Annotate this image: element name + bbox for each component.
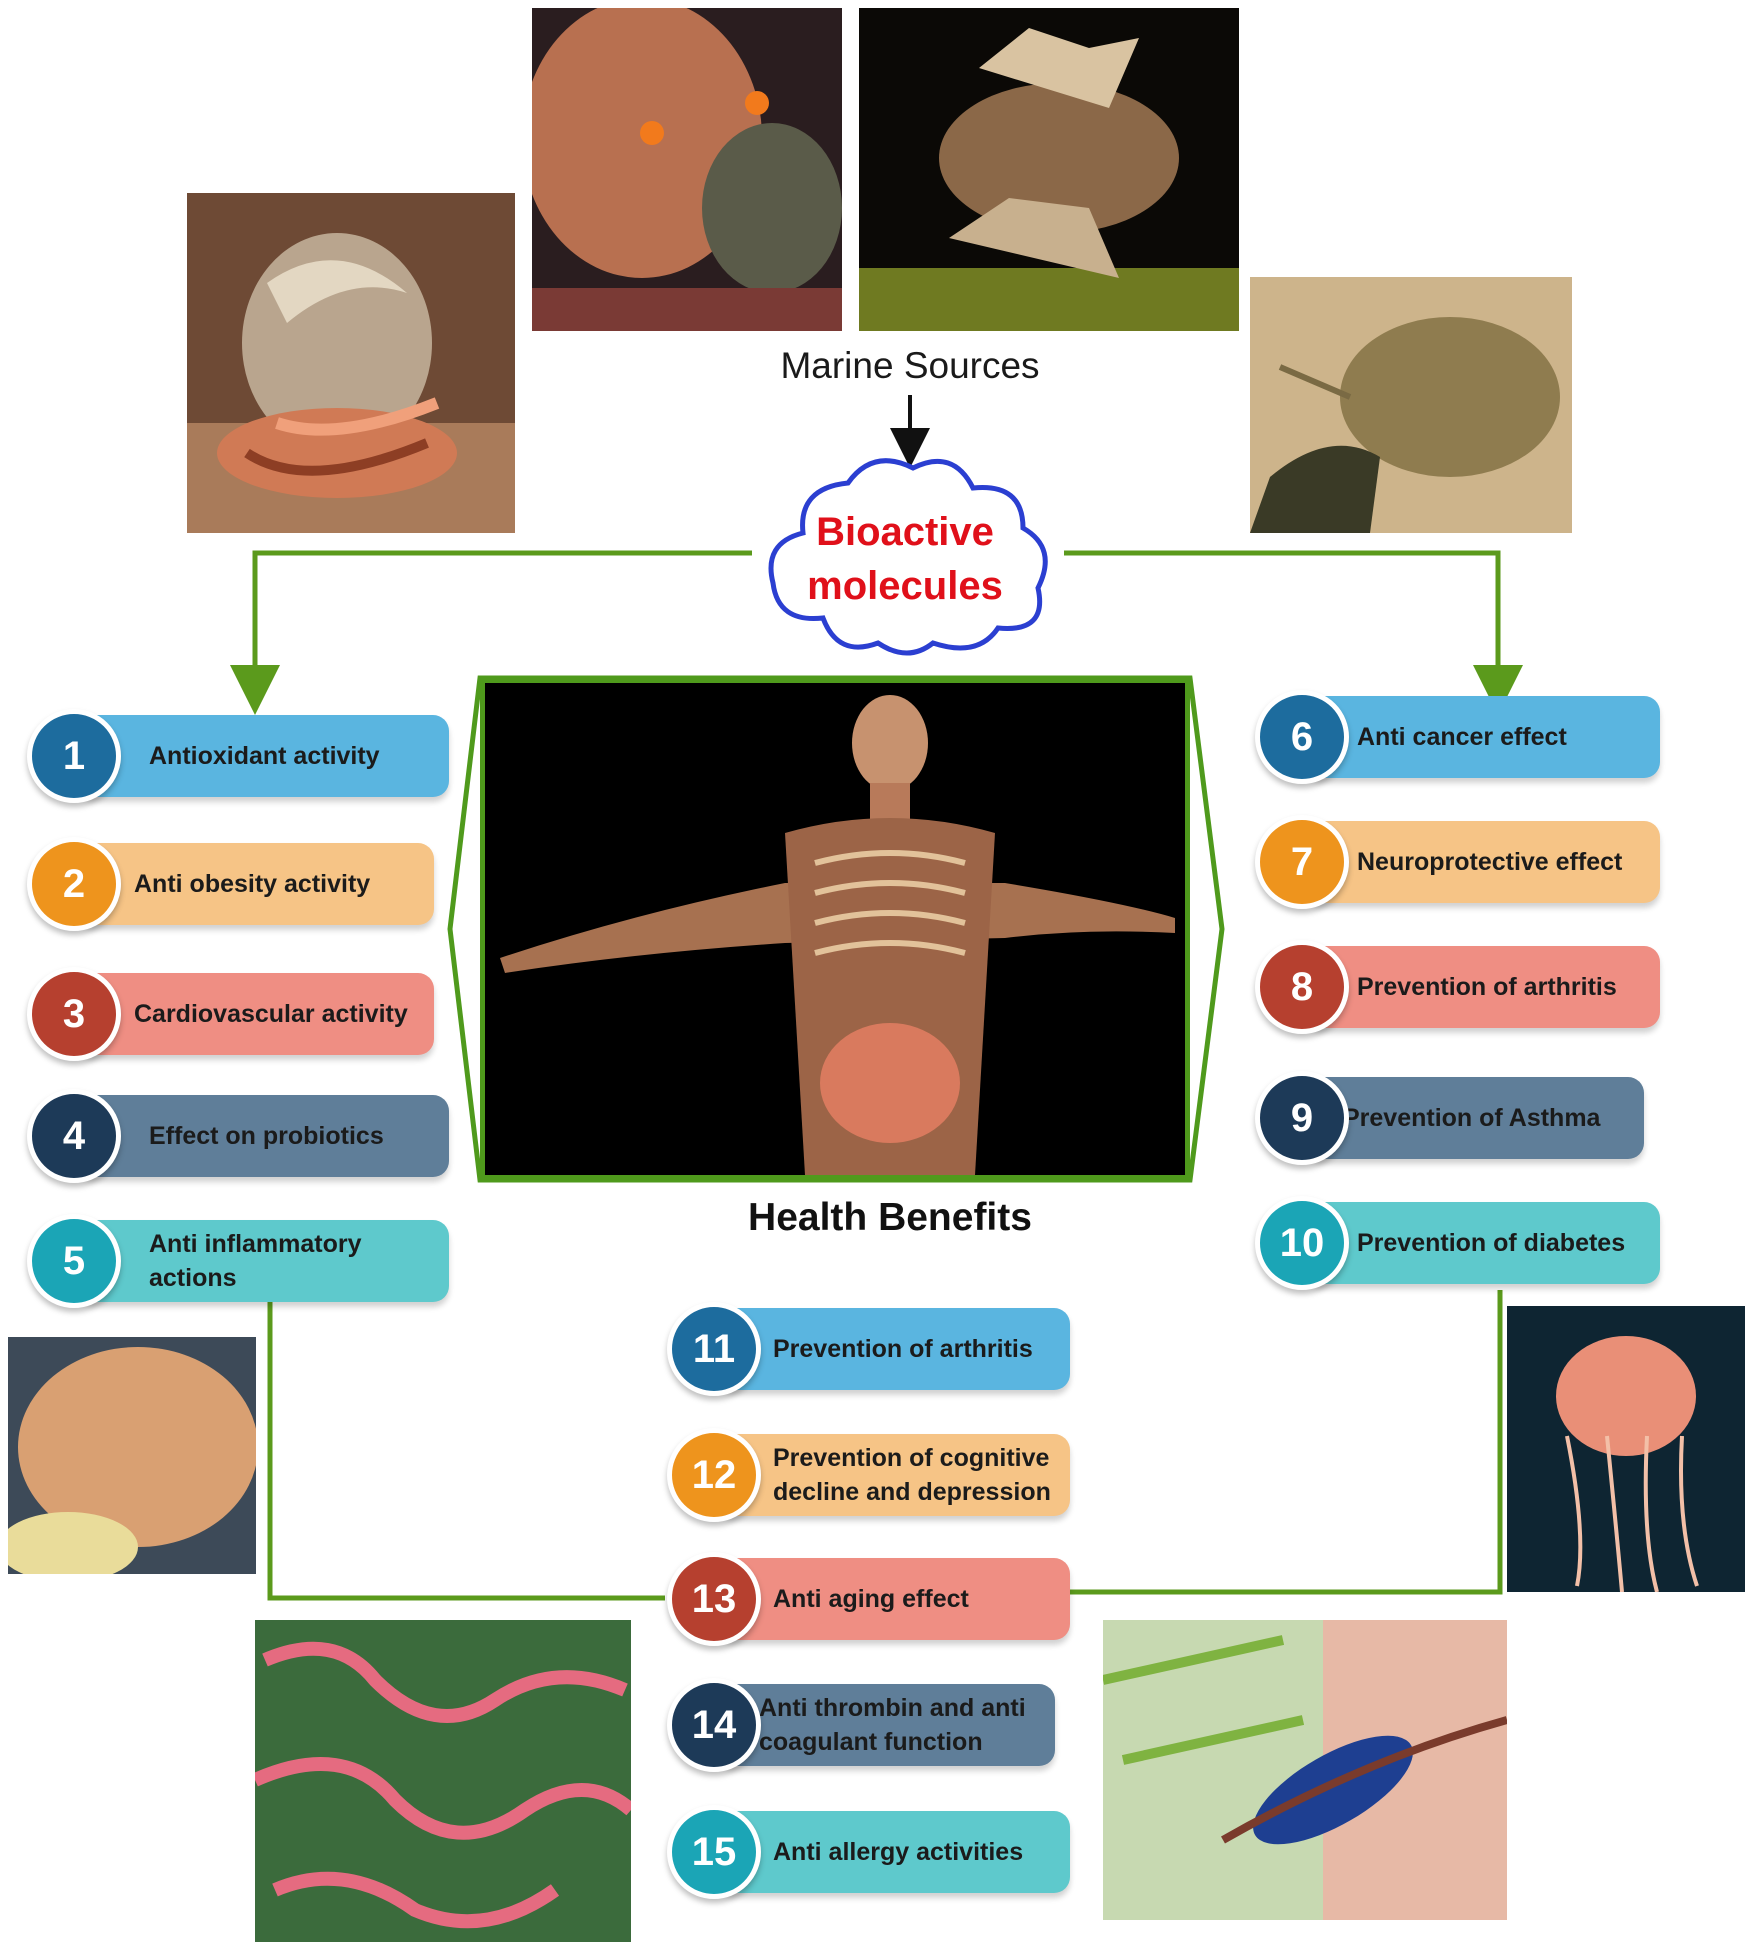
blue-shrimp-photo [1103,1620,1507,1920]
bioactive-line-1: Bioactive [816,510,994,554]
soft-coral-photo [8,1337,256,1574]
benefit-item-8: 8 Prevention of arthritis [1255,940,1660,1034]
benefit-number: 12 [667,1428,761,1522]
benefit-number: 8 [1255,940,1349,1034]
benefit-label: Effect on probiotics [87,1095,449,1177]
benefit-number: 1 [27,709,121,803]
benefit-label: Antioxidant activity [87,715,449,797]
benefit-item-9: 9 Prevention of Asthma [1255,1071,1644,1165]
benefit-number: 10 [1255,1196,1349,1290]
benefit-item-2: 2 Anti obesity activity [27,837,434,931]
benefit-number: 11 [667,1302,761,1396]
benefit-label: Prevention of arthritis [1315,946,1660,1028]
benefit-item-11: 11 Prevention of arthritis [667,1302,1070,1396]
left-connector [230,550,752,715]
benefit-item-6: 6 Anti cancer effect [1255,690,1660,784]
jellyfish-photo [1507,1306,1745,1592]
sea-anemone-clownfish-photo [532,8,842,331]
benefit-number: 5 [27,1214,121,1308]
benefit-label: Prevention of cognitive decline and depr… [727,1434,1070,1516]
benefit-number: 15 [667,1805,761,1899]
benefit-label: Prevention of arthritis [727,1308,1070,1390]
benefit-number: 3 [27,967,121,1061]
benefit-item-15: 15 Anti allergy activities [667,1805,1070,1899]
benefit-item-14: 14 Anti thrombin and anti coagulant func… [667,1678,1055,1772]
benefit-label: Anti obesity activity [87,843,434,925]
red-green-seaweed-photo [255,1620,631,1942]
marine-sources-label: Marine Sources [780,345,1040,386]
benefit-number: 14 [667,1678,761,1772]
bioactive-cloud [768,458,1048,656]
benefit-number: 9 [1255,1071,1349,1165]
bottom-left-connector [267,1300,665,1601]
benefit-item-13: 13 Anti aging effect [667,1552,1070,1646]
right-connector [1064,550,1523,715]
benefit-item-7: 7 Neuroprotective effect [1255,815,1660,909]
benefit-number: 6 [1255,690,1349,784]
benefit-item-5: 5 Anti inflammatory actions [27,1214,449,1308]
lionfish-photo [859,8,1239,331]
bioactive-molecules-label: Bioactive molecules [780,505,1030,613]
benefit-item-10: 10 Prevention of diabetes [1255,1196,1660,1290]
benefit-label: Neuroprotective effect [1315,821,1660,903]
benefit-item-1: 1 Antioxidant activity [27,709,449,803]
benefit-label: Prevention of diabetes [1315,1202,1660,1284]
benefit-label: Anti cancer effect [1315,696,1660,778]
benefit-label: Cardiovascular activity [87,973,434,1055]
benefit-number: 2 [27,837,121,931]
benefit-item-4: 4 Effect on probiotics [27,1089,449,1183]
body-hexagon-frame [447,675,1225,1183]
bioactive-line-2: molecules [807,564,1003,608]
benefit-item-12: 12 Prevention of cognitive decline and d… [667,1428,1070,1522]
benefit-number: 13 [667,1552,761,1646]
human-anatomy-photo [480,678,1190,1180]
bottom-right-connector [1070,1290,1503,1595]
health-benefits-label: Health Benefits [748,1196,1032,1239]
benefit-label: Anti allergy activities [727,1811,1070,1893]
hermit-crab-photo [187,193,515,533]
benefit-number: 4 [27,1089,121,1183]
benefit-label: Prevention of Asthma [1315,1077,1644,1159]
benefit-label: Anti thrombin and anti coagulant functio… [727,1684,1055,1766]
benefit-label: Anti aging effect [727,1558,1070,1640]
benefit-label: Anti inflammatory actions [87,1220,449,1302]
benefit-item-3: 3 Cardiovascular activity [27,967,434,1061]
horseshoe-crab-photo [1250,277,1572,533]
benefit-number: 7 [1255,815,1349,909]
